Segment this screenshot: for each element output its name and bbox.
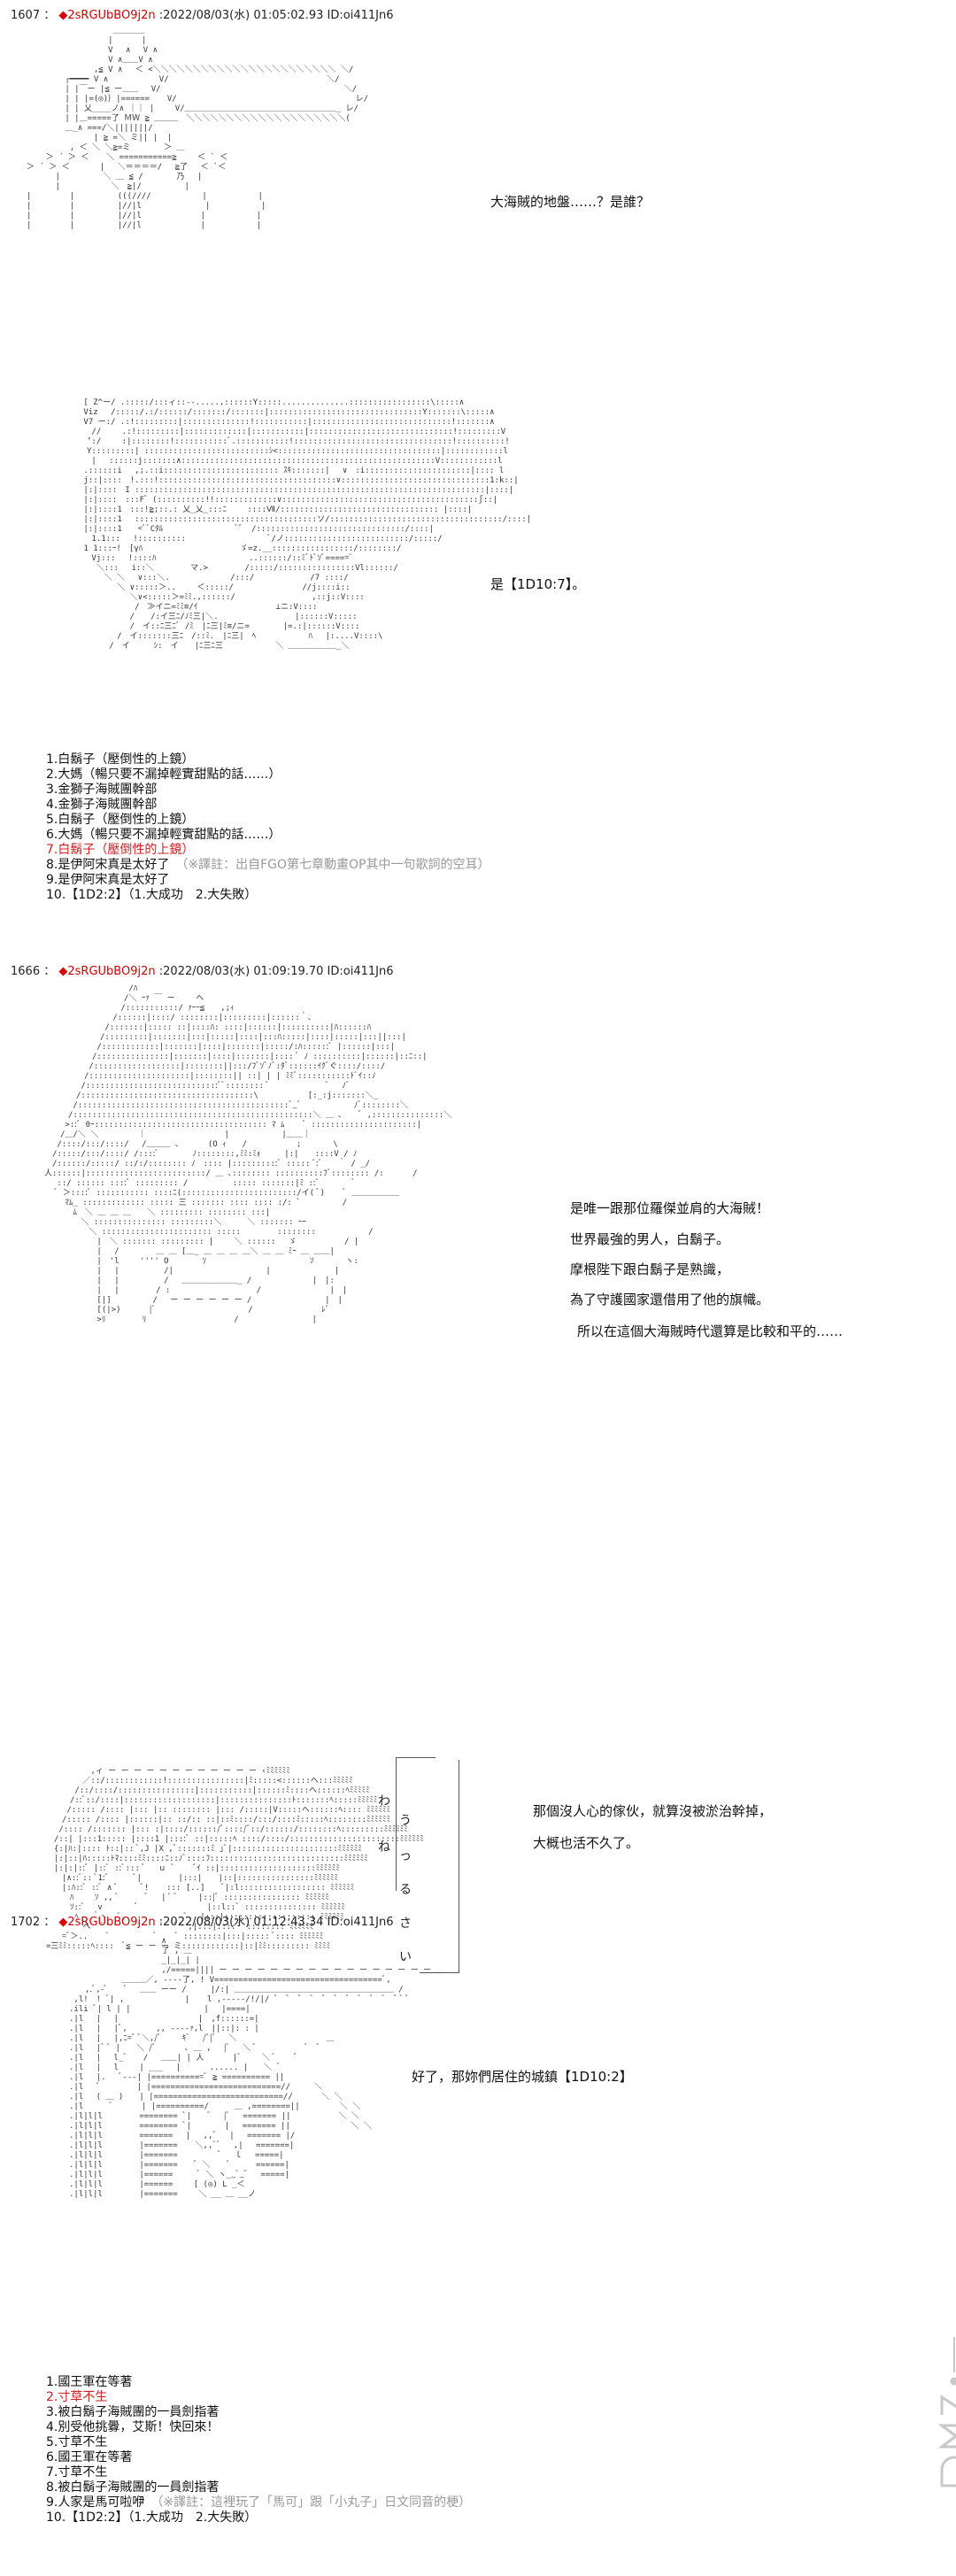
vertical-text-char: い xyxy=(399,1950,412,1964)
post-number: 1607 xyxy=(11,9,41,22)
diamond-icon: ◆ xyxy=(58,965,68,978)
ascii-art-whitebeard-3: ∧ 了 , ＿ _|_|_| | ,/=====|||| ー ー ー ー ー ー… xyxy=(69,1937,444,2199)
narration-line: 為了守護國家還借用了他的旗幟。 xyxy=(570,1292,770,1307)
post-header: 1607 ： ◆2sRGUbBO9j2n :2022/08/03(水) 01:0… xyxy=(11,9,394,22)
post-meta: :2022/08/03(水) 01:05:02.93 ID:oi411Jn6 xyxy=(158,9,394,22)
ascii-art-whitebeard-2: /ﾊ /＼ ｰｧ ￣ ー ヘ /:::::::::::/ ｧｰｰ≦ ,;ｨ /:… xyxy=(44,984,452,1324)
watermark-logo xyxy=(937,2337,956,2487)
choice-item-selected: 7.白鬍子（壓倒性的上鏡） xyxy=(46,843,195,857)
speech-frame xyxy=(396,1757,436,1891)
speech-frame xyxy=(420,1760,459,1973)
choice-item: 2.大媽（暢只要不漏掉輕實甜點的話……） xyxy=(46,767,281,782)
choice-list: 1.白鬍子（壓倒性的上鏡） 2.大媽（暢只要不漏掉輕實甜點的話……） 3.金獅子… xyxy=(46,752,490,903)
diamond-icon: ◆ xyxy=(58,1916,68,1929)
narration-line: 世界最強的男人，白鬍子。 xyxy=(570,1231,730,1247)
narration-line: 是唯一跟那位羅傑並肩的大海賊！ xyxy=(570,1200,770,1216)
choice-item: 6.國王軍在等著 xyxy=(46,2450,133,2464)
post-number: 1702 xyxy=(11,1916,41,1929)
vertical-text-char: う xyxy=(399,1814,412,1828)
choice-item: 3.金獅子海賊團幹部 xyxy=(46,783,158,797)
ascii-art-character-3: ,ィ ー ー ー ー ー ー ー ー ー ー ー ー ‹ﾐﾐﾐﾐﾐﾐ ／::/:… xyxy=(46,1767,424,1951)
choice-item-selected: 2.寸草不生 xyxy=(46,2390,108,2404)
choice-item: 9.是伊阿宋真是太好了 xyxy=(46,873,170,887)
post-header: 1666 ： ◆2sRGUbBO9j2n :2022/08/03(水) 01:0… xyxy=(11,965,394,978)
narration-line: 所以在這個大海賊時代還算是比較和平的…… xyxy=(577,1323,844,1339)
narration-line: 摩根陛下跟白鬍子是熟識， xyxy=(570,1261,730,1277)
choice-item: 5.寸草不生 xyxy=(46,2435,108,2449)
narration-line: 好了，那妳們居住的城鎮【1D10:2】 xyxy=(412,2069,633,2085)
choice-item: 6.大媽（暢只要不漏掉輕實甜點的話……） xyxy=(46,828,281,842)
translator-note: （※譯註：這裡玩了「馬可」跟「小丸子」日文同音的梗） xyxy=(157,2495,472,2510)
vertical-text-char: さ xyxy=(399,1917,412,1931)
poster-trip[interactable]: 2sRGUbBO9j2n xyxy=(67,9,156,22)
ascii-art-character-2: [ Z^ー/ .:::::/:::ィ::--.....,::::::Y:::::… xyxy=(83,398,532,651)
post-number: 1666 xyxy=(11,965,41,978)
post-header: 1702 ： ◆2sRGUbBO9j2n :2022/08/03(水) 01:1… xyxy=(11,1916,394,1929)
choice-item: 10.【1D2:2】（1.大成功 2.大失敗） xyxy=(46,2510,258,2525)
poster-trip[interactable]: 2sRGUbBO9j2n xyxy=(67,1916,156,1929)
narration-line: 大概也活不久了。 xyxy=(533,1835,640,1851)
choice-item: 8.被白鬍子海賊團的一員劍指著 xyxy=(46,2480,220,2495)
choice-item: 5.白鬍子（壓倒性的上鏡） xyxy=(46,813,195,827)
vertical-text-char: る xyxy=(399,1883,412,1897)
post-meta: :2022/08/03(水) 01:09:19.70 ID:oi411Jn6 xyxy=(158,965,394,978)
choice-item: 1.國王軍在等著 xyxy=(46,2375,133,2389)
choice-item: 1.白鬍子（壓倒性的上鏡） xyxy=(46,752,195,767)
choice-item: 9.人家是馬可啦咿 （※譯註：這裡玩了「馬可」跟「小丸子」日文同音的梗） xyxy=(46,2495,472,2510)
choice-list: 1.國王軍在等著 2.寸草不生 3.被白鬍子海賊團的一員劍指著 4.別受他挑釁，… xyxy=(46,2375,471,2526)
translator-note: （※譯註：出自FGO第七章動畫OP其中一句歌詞的空耳） xyxy=(181,858,490,872)
vertical-text-char: ね xyxy=(378,1840,390,1855)
choice-item: 10.【1D2:2】（1.大成功 2.大失敗） xyxy=(46,888,258,902)
narration-line: 大海賊的地盤……？是誰？ xyxy=(490,194,651,210)
poster-trip[interactable]: 2sRGUbBO9j2n xyxy=(67,965,156,978)
vertical-text-char: っ xyxy=(399,1849,412,1863)
choice-item: 4.金獅子海賊團幹部 xyxy=(46,798,158,812)
choice-item: 3.被白鬍子海賊團的一員劍指著 xyxy=(46,2405,220,2419)
ascii-art-whitebeard-1: ＿＿＿＿ | | V ∧ V ∧ V ∧＿＿V ∧ ,≦ V ∧ ＜ <＼＼＼＼… xyxy=(27,27,368,230)
choice-item: 4.別受他挑釁，艾斯！快回來！ xyxy=(46,2420,220,2434)
choice-item: 7.寸草不生 xyxy=(46,2465,108,2480)
narration-line: 是【1D10:7】。 xyxy=(490,576,586,592)
post-meta: :2022/08/03(水) 01:12:43.34 ID:oi411Jn6 xyxy=(158,1916,394,1929)
vertical-text-char: わ xyxy=(378,1794,390,1809)
diamond-icon: ◆ xyxy=(58,9,68,22)
choice-item: 8.是伊阿宋真是太好了 （※譯註：出自FGO第七章動畫OP其中一句歌詞的空耳） xyxy=(46,858,490,872)
narration-line: 那個沒人心的傢伙，就算沒被淤治幹掉， xyxy=(533,1803,773,1819)
